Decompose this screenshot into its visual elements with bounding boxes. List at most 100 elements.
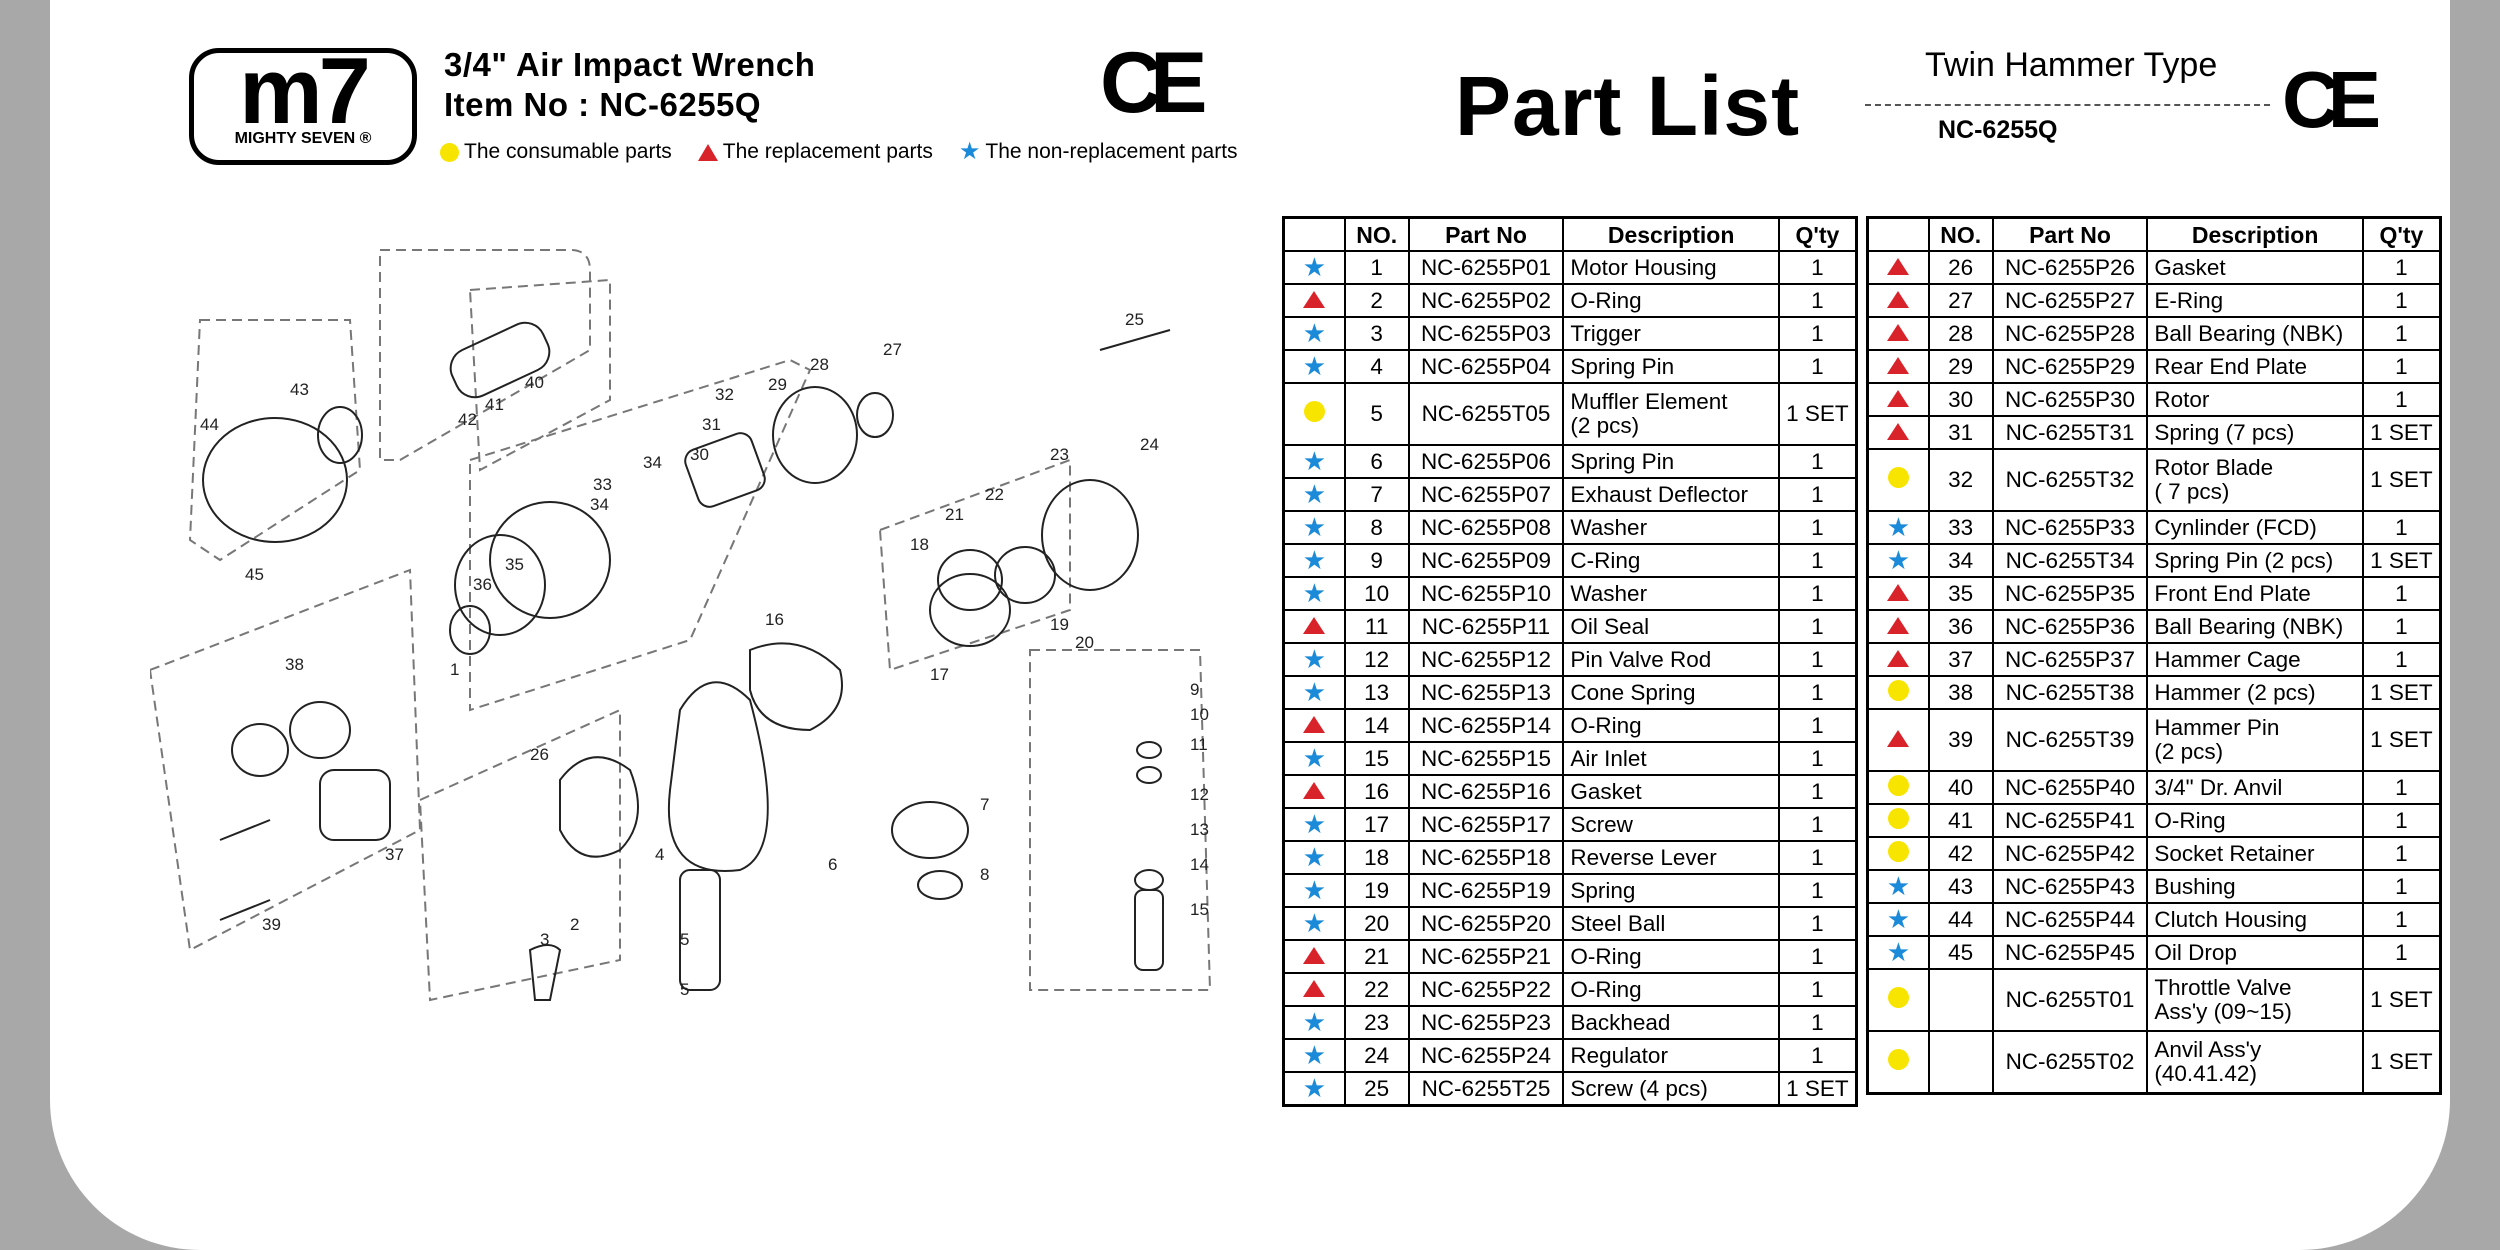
svg-text:15: 15 [1190,900,1209,919]
description-cell: 3/4" Dr. Anvil [2146,770,2364,805]
red-triangle-icon [1887,356,1910,374]
part-number-index: 1 [1343,250,1410,285]
part-number-index: 36 [1927,609,1994,644]
description-cell: Oil Seal [1562,609,1780,644]
part-type-cell [1866,642,1930,677]
part-number-index: 35 [1927,576,1994,611]
part-no-cell: NC-6255P06 [1407,444,1565,479]
part-type-cell: ★ [1282,349,1346,384]
blue-star-icon: ★ [1302,677,1327,707]
part-no-cell: NC-6255T39 [1991,708,2149,772]
part-type-cell: ★ [1282,840,1346,875]
description-cell: Spring Pin (2 pcs) [2146,543,2364,578]
part-no-cell: NC-6255P35 [1991,576,2149,611]
description-cell: Regulator [1562,1038,1780,1073]
quantity-cell: 1 [1777,250,1858,285]
part-type-cell [1866,1030,1930,1094]
part-number-index: 37 [1927,642,1994,677]
part-type-cell: ★ [1282,444,1346,479]
yellow-dot-icon [1887,467,1909,488]
red-triangle-icon [697,143,718,161]
part-type-cell: ★ [1282,477,1346,512]
quantity-cell: 1 [1777,349,1858,384]
quantity-cell: 1 [1777,642,1858,677]
svg-text:22: 22 [985,485,1004,504]
part-number-index: 6 [1343,444,1410,479]
svg-text:20: 20 [1075,633,1094,652]
part-type-cell: ★ [1866,510,1930,545]
part-no-cell: NC-6255P36 [1991,609,2149,644]
part-no-cell: NC-6255P08 [1407,510,1565,545]
svg-text:33: 33 [593,475,612,494]
description-cell: Washer [1562,576,1780,611]
blue-star-icon: ★ [1886,545,1911,575]
part-no-cell: NC-6255T02 [1991,1030,2149,1094]
red-triangle-icon [1887,616,1910,634]
quantity-cell: 1 [1777,576,1858,611]
part-number-index: 23 [1343,1005,1410,1040]
description-cell: Hammer Pin (2 pcs) [2146,708,2364,772]
part-type-cell: ★ [1282,675,1346,710]
part-type-cell [1866,968,1930,1032]
svg-text:13: 13 [1190,820,1209,839]
quantity-cell: 1 [2361,935,2442,970]
part-number-index: 30 [1927,382,1994,417]
quantity-cell: 1 [1777,675,1858,710]
part-type-cell: ★ [1282,906,1346,941]
part-type-cell [1866,382,1930,417]
description-cell: Bushing [2146,869,2364,904]
svg-text:25: 25 [1125,310,1144,329]
svg-text:10: 10 [1190,705,1209,724]
description-cell: Air Inlet [1562,741,1780,776]
quantity-cell: 1 SET [2361,448,2442,512]
quantity-cell: 1 SET [2361,543,2442,578]
description-cell: Motor Housing [1562,250,1780,285]
description-cell: Spring Pin [1562,349,1780,384]
red-triangle-icon [1887,649,1910,667]
svg-text:9: 9 [1190,680,1199,699]
quantity-cell: 1 SET [1777,382,1858,446]
part-type-cell: ★ [1282,510,1346,545]
part-number-index: 4 [1343,349,1410,384]
description-cell: O-Ring [1562,283,1780,318]
quantity-cell: 1 [2361,576,2442,611]
page-number-right: 85 [2443,1184,2450,1215]
quantity-cell: 1 [2361,836,2442,871]
part-no-cell: NC-6255P11 [1407,609,1565,644]
part-number-index: 21 [1343,939,1410,974]
part-type-cell [1282,283,1346,318]
part-no-cell: NC-6255P30 [1991,382,2149,417]
red-triangle-icon [1303,946,1326,964]
part-number-index: 3 [1343,316,1410,351]
quantity-cell: 1 [2361,902,2442,937]
part-no-cell: NC-6255P33 [1991,510,2149,545]
description-cell: Clutch Housing [2146,902,2364,937]
quantity-cell: 1 [1777,873,1858,908]
ce-mark-right: CE [2282,55,2381,144]
part-no-cell: NC-6255P03 [1407,316,1565,351]
description-cell: Reverse Lever [1562,840,1780,875]
quantity-cell: 1 [2361,642,2442,677]
svg-text:26: 26 [530,745,549,764]
part-no-cell: NC-6255P14 [1407,708,1565,743]
blue-star-icon: ★ [1302,1073,1327,1103]
quantity-cell: 1 [1777,543,1858,578]
part-number-index: 10 [1343,576,1410,611]
part-type-cell [1866,576,1930,611]
part-number-index: 16 [1343,774,1410,809]
svg-text:6: 6 [828,855,837,874]
svg-text:41: 41 [485,395,504,414]
